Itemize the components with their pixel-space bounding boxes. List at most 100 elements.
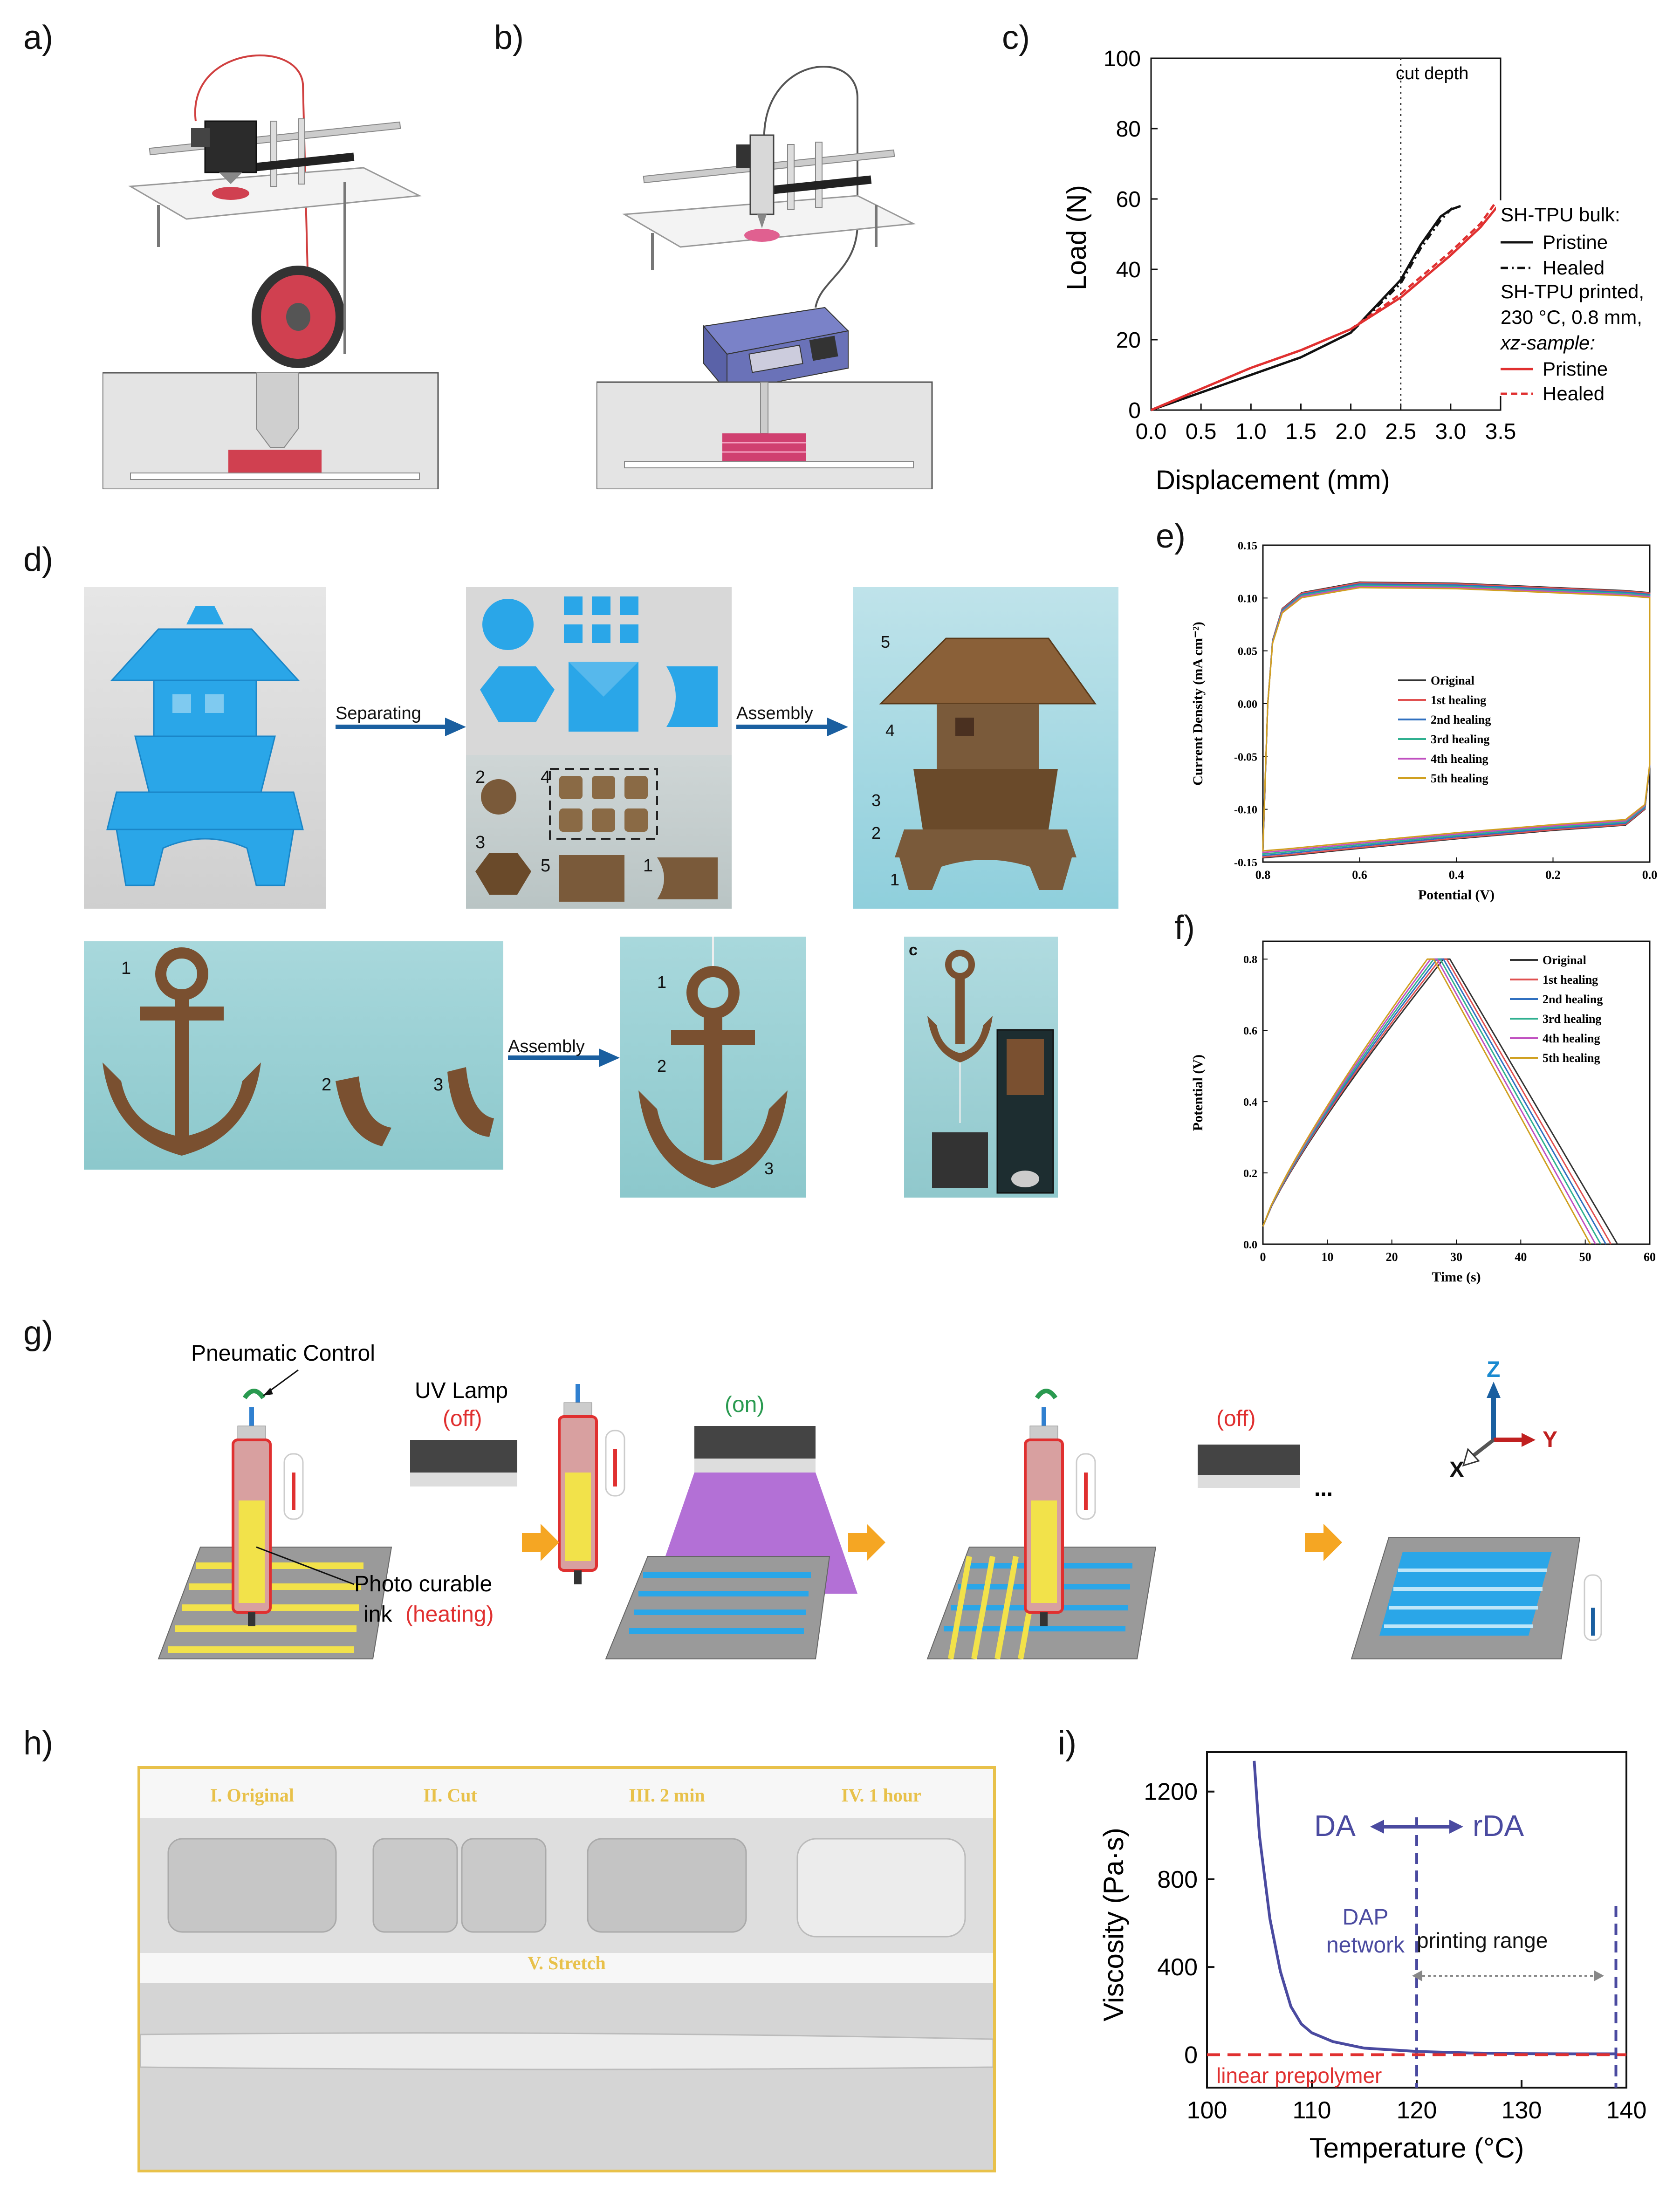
legend-entry: Original [1431, 674, 1474, 687]
x-tick-label: 0 [1260, 1250, 1266, 1264]
y-tick-label: 80 [1116, 117, 1141, 142]
label-pneumatic-control: Pneumatic Control [191, 1341, 375, 1366]
series-line-sh-tpu-bulk-pristine [1151, 205, 1461, 411]
assembled-anchor-photo: 1 2 3 [620, 937, 806, 1198]
y-tick-label: -0.05 [1234, 751, 1257, 763]
panel-label-d: d) [23, 541, 54, 578]
label-heating: (heating) [405, 1602, 494, 1627]
anchor-part-number: 2 [322, 1075, 331, 1095]
label-ellipsis: ... [1314, 1476, 1333, 1501]
series-line-sh-tpu-printed-healed [1151, 202, 1497, 411]
assembled-anchor-number: 3 [764, 1159, 774, 1178]
y-tick-label: 20 [1116, 328, 1141, 353]
legend-title-printed-3: xz-sample: [1500, 332, 1595, 354]
cv-curve-2 [1262, 583, 1651, 856]
y-axis-label: Potential (V) [1190, 1055, 1206, 1131]
x-axis-label: Potential (V) [1418, 887, 1495, 903]
label-printing-range: printing range [1417, 1928, 1548, 1952]
x-tick-label: 0.0 [1642, 868, 1658, 882]
y-tick-label: 0.10 [1238, 593, 1257, 605]
y-tick-label: 0 [1128, 398, 1141, 423]
assembled-number: 3 [871, 791, 881, 810]
x-tick-label: 20 [1386, 1250, 1398, 1264]
arrow-assembly-bottom [508, 1048, 620, 1067]
x-tick-label: 0.0 [1136, 419, 1167, 444]
label-separating: Separating [336, 704, 421, 723]
label-on: (on) [725, 1392, 764, 1417]
panel-label-h: h) [23, 1725, 54, 1762]
anchor-part-number: 1 [121, 959, 131, 978]
x-tick-label: 140 [1606, 2097, 1647, 2124]
y-tick-label: 0.4 [1243, 1096, 1257, 1109]
x-tick-label: 3.0 [1435, 419, 1466, 444]
series-line-sh-tpu-bulk-healed [1151, 205, 1457, 411]
arrow-assembly-top [736, 718, 848, 736]
x-tick-label: 2.0 [1335, 419, 1366, 444]
y-tick-label: 0.8 [1243, 954, 1257, 966]
x-tick-label: 30 [1450, 1250, 1462, 1264]
y-tick-label: 0.0 [1243, 1239, 1257, 1251]
plot-frame [1150, 57, 1502, 411]
x-tick-label: 40 [1515, 1250, 1527, 1264]
panel-label-e: e) [1156, 518, 1186, 555]
cut-depth-annotation: cut depth [1396, 64, 1468, 83]
y-tick-label: 800 [1157, 1866, 1198, 1893]
cv-curve-1 [1262, 582, 1651, 858]
y-axis-label: Current Density (mA cm⁻²) [1190, 622, 1206, 786]
y-tick-label: 0 [1184, 2041, 1198, 2069]
assembled-anchor-number: 1 [657, 973, 666, 992]
x-tick-label: 120 [1397, 2097, 1437, 2124]
x-tick-label: 0.8 [1255, 868, 1271, 882]
healing-label: III. 2 min [629, 1785, 705, 1806]
y-tick-label: -0.10 [1234, 804, 1257, 816]
healing-label: IV. 1 hour [841, 1785, 921, 1806]
label-uv-lamp: UV Lamp [415, 1378, 508, 1403]
label-ink: ink [363, 1602, 392, 1627]
label-photo-curable: Photo curable [354, 1572, 492, 1596]
stretch-label: V. Stretch [528, 1952, 605, 1973]
y-tick-label: 0.2 [1243, 1168, 1257, 1180]
lantern-model-photo [84, 587, 326, 909]
legend: SH-TPU bulk: Pristine Healed SH-TPU prin… [1496, 200, 1666, 404]
axis-x-label: X [1449, 1458, 1464, 1482]
part-number: 1 [643, 856, 653, 876]
x-tick-label: 0.5 [1186, 419, 1217, 444]
x-tick-label: 2.5 [1385, 419, 1416, 444]
x-tick-label: 3.5 [1485, 419, 1516, 444]
assembled-anchor-number: 2 [657, 1056, 666, 1075]
legend-entry: 5th healing [1543, 1051, 1600, 1065]
healing-photo-panel: I. Original II. Cut III. 2 min IV. 1 hou… [137, 1766, 996, 2172]
x-axis-label: Displacement (mm) [1156, 465, 1390, 494]
y-tick-label: 0.15 [1238, 540, 1257, 552]
healing-label: II. Cut [423, 1785, 477, 1806]
fdm-printer-illustration [103, 54, 439, 489]
x-tick-label: 1.5 [1285, 419, 1317, 444]
panel-label-g: g) [23, 1315, 54, 1352]
x-tick-label: 130 [1502, 2097, 1542, 2124]
axis-z-label: Z [1487, 1357, 1500, 1382]
anchor-part-number: 3 [433, 1075, 443, 1095]
y-tick-label: 0.05 [1238, 646, 1257, 658]
assembled-number: 5 [881, 632, 890, 651]
y-axis-label: Viscosity (Pa·s) [1098, 1828, 1129, 2021]
part-number: 2 [475, 767, 485, 787]
label-network: network [1326, 1933, 1405, 1958]
x-tick-label: 110 [1293, 2097, 1331, 2124]
panel-label-i: i) [1058, 1725, 1077, 1762]
y-tick-label: 0.00 [1238, 699, 1257, 711]
x-tick-label: 0.2 [1545, 868, 1561, 882]
x-tick-label: 0.4 [1449, 868, 1464, 882]
arrow-separating [336, 718, 466, 736]
label-rda: rDA [1473, 1809, 1524, 1843]
legend-title-printed-2: 230 °C, 0.8 mm, [1501, 306, 1642, 328]
legend-entry: 4th healing [1543, 1032, 1600, 1045]
legend-entry: 2nd healing [1431, 713, 1491, 726]
part-number: 4 [541, 767, 550, 787]
legend-printed-pristine: Pristine [1543, 358, 1608, 380]
legend-entry: 1st healing [1543, 973, 1598, 986]
assembled-number: 2 [871, 823, 881, 843]
